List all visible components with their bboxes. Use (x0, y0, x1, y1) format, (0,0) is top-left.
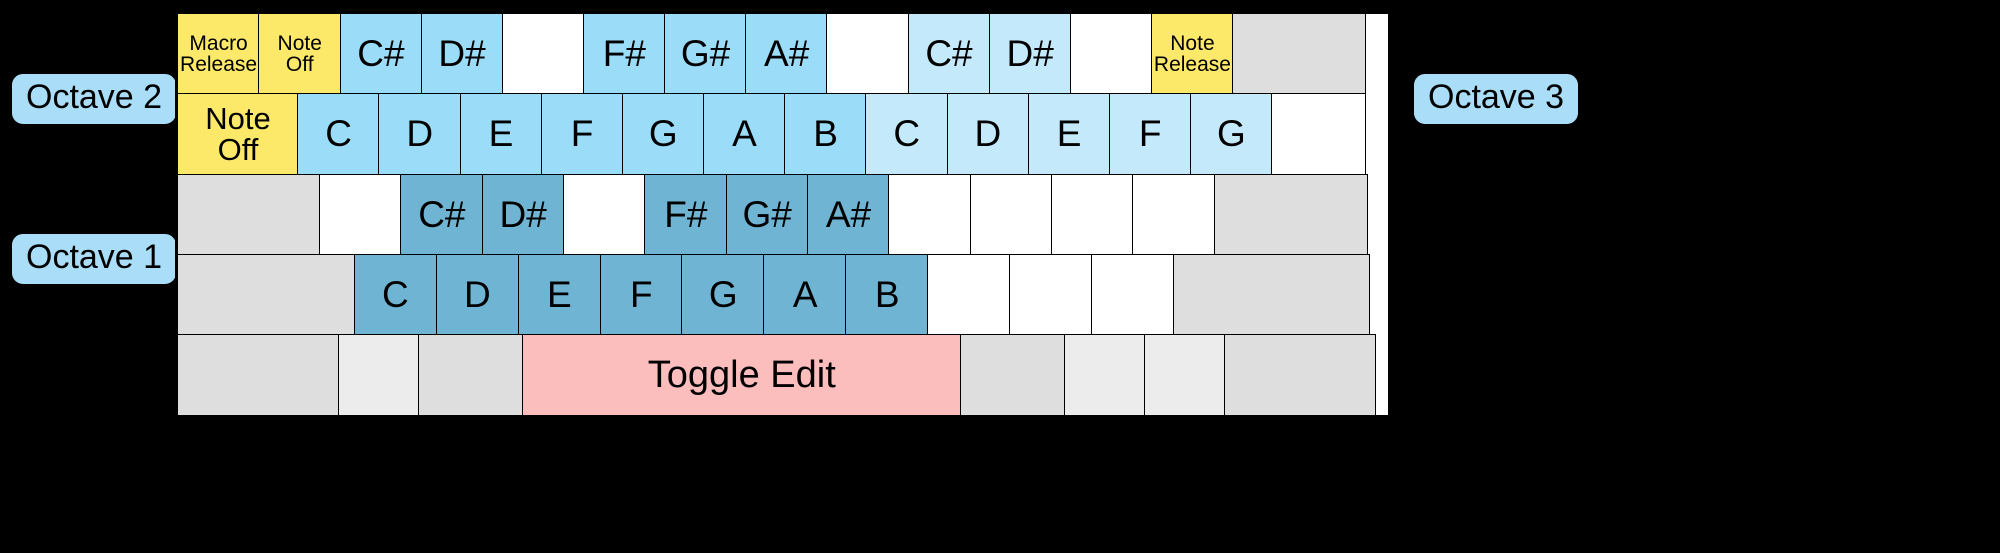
key-blank-4-4 (960, 334, 1066, 416)
key-blank-0-13 (1232, 13, 1367, 95)
key-f-1-11[interactable]: F (1108, 93, 1192, 176)
key-f-3-4[interactable]: F (599, 253, 684, 336)
key-e-1-3[interactable]: E (459, 93, 543, 176)
key-f-1-4[interactable]: F (540, 93, 624, 176)
key-macro-release-0-0[interactable]: Macro Release (177, 13, 260, 95)
key-blank-0-8 (826, 13, 910, 95)
key-e-3-3[interactable]: E (517, 253, 602, 336)
key-blank-3-9 (1009, 253, 1093, 336)
key-blank-2-0 (177, 173, 321, 256)
key-blank-3-10 (1091, 253, 1175, 336)
key-blank-4-0 (177, 334, 340, 416)
key-a-sharp-2-7[interactable]: A# (807, 173, 890, 256)
row-space: Toggle Edit (177, 334, 1388, 416)
key-g-1-5[interactable]: G (621, 93, 705, 176)
key-f-sharp-2-5[interactable]: F# (644, 173, 728, 256)
key-note-off-0-1[interactable]: Note Off (258, 13, 342, 95)
key-d-1-9[interactable]: D (946, 93, 1030, 176)
key-d-1-2[interactable]: D (378, 93, 462, 176)
key-blank-0-4 (501, 13, 585, 95)
key-blank-2-11 (1132, 173, 1216, 256)
key-blank-0-11 (1069, 13, 1153, 95)
key-c-3-1[interactable]: C (353, 253, 438, 336)
key-a-1-6[interactable]: A (703, 93, 786, 176)
key-blank-4-1 (338, 334, 420, 416)
key-g-sharp-2-6[interactable]: G# (725, 173, 809, 256)
key-note-off-1-0[interactable]: Note Off (177, 93, 299, 176)
key-blank-3-11 (1173, 253, 1370, 336)
key-c-sharp-2-2[interactable]: C# (400, 173, 484, 256)
key-f-sharp-0-5[interactable]: F# (582, 13, 666, 95)
key-d-sharp-0-3[interactable]: D# (420, 13, 504, 95)
key-b-3-7[interactable]: B (845, 253, 929, 336)
key-g-sharp-0-6[interactable]: G# (664, 13, 747, 95)
key-blank-3-0 (177, 253, 356, 336)
key-blank-2-12 (1213, 173, 1368, 256)
key-blank-2-10 (1051, 173, 1134, 256)
key-c-sharp-0-2[interactable]: C# (339, 13, 423, 95)
key-blank-2-1 (319, 173, 402, 256)
key-d-sharp-0-10[interactable]: D# (988, 13, 1072, 95)
key-blank-4-6 (1143, 334, 1226, 416)
key-blank-4-5 (1063, 334, 1146, 416)
key-c-sharp-0-9[interactable]: C# (907, 13, 991, 95)
octave-3-label: Octave 3 (1412, 72, 1581, 126)
key-d-sharp-2-3[interactable]: D# (481, 173, 565, 256)
key-a-3-6[interactable]: A (763, 253, 847, 336)
key-c-1-8[interactable]: C (865, 93, 949, 176)
key-blank-2-9 (969, 173, 1053, 256)
key-d-3-2[interactable]: D (435, 253, 520, 336)
key-a-sharp-0-7[interactable]: A# (745, 13, 829, 95)
key-e-1-10[interactable]: E (1027, 93, 1111, 176)
octave-1-label: Octave 1 (10, 232, 179, 286)
key-blank-4-7 (1223, 334, 1376, 416)
key-g-1-12[interactable]: G (1189, 93, 1273, 176)
key-blank-2-4 (563, 173, 646, 256)
key-blank-3-8 (927, 253, 1011, 336)
row-asdf: C#D# F#G#A# (177, 173, 1388, 256)
octave-2-label: Octave 2 (10, 72, 179, 126)
key-note-release-0-12[interactable]: Note Release (1151, 13, 1234, 95)
key-c-1-1[interactable]: C (297, 93, 381, 176)
key-g-3-5[interactable]: G (681, 253, 766, 336)
key-toggle-edit-4-3[interactable]: Toggle Edit (521, 334, 962, 416)
key-blank-4-2 (418, 334, 524, 416)
key-blank-2-8 (888, 173, 972, 256)
key-blank-1-13 (1271, 93, 1367, 176)
key-b-1-7[interactable]: B (784, 93, 867, 176)
